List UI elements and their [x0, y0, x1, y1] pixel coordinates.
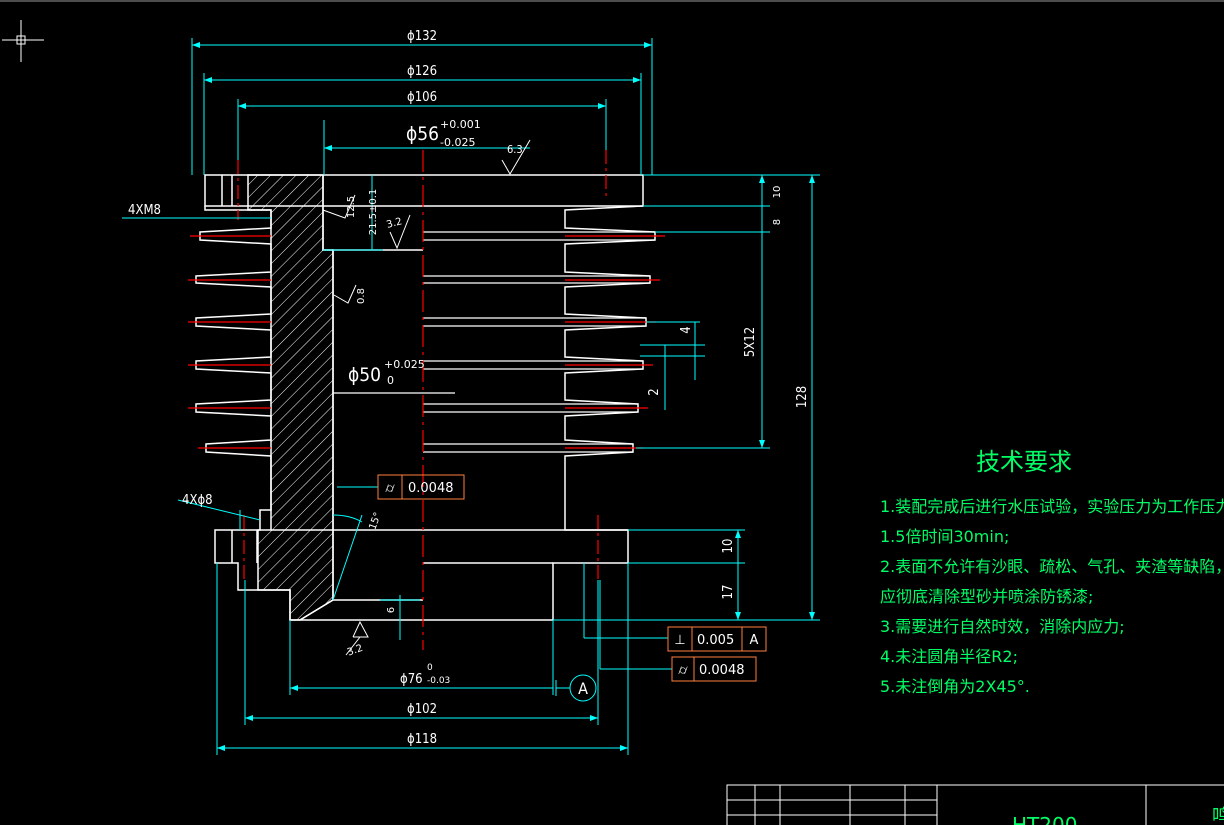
dimension-lines: [122, 38, 820, 755]
fin-inner-lines: [333, 231, 655, 453]
dim-d56: ϕ56: [406, 123, 439, 145]
title-block-partial: 鸣: [1212, 806, 1224, 825]
title-block: [726, 784, 1224, 825]
roughness-symbols: [322, 139, 531, 656]
center-lines: [188, 150, 665, 650]
fcf-cyl1-value: 0.0048: [408, 481, 454, 496]
roughness-bottom: 3.2: [346, 643, 365, 659]
dim-h4: 4: [679, 326, 694, 333]
dim-d50-upper: +0.025: [384, 358, 425, 371]
roughness-top: 6.3: [507, 143, 523, 156]
fcf-perp-datum: A: [750, 633, 759, 648]
note-line-1: 1.装配完成后进行水压试验，实验压力为工作压力的: [880, 497, 1224, 516]
dim-h6: 6: [386, 607, 397, 613]
fcf-cylindricity-2[interactable]: ⌭ 0.0048: [671, 656, 757, 682]
fcf-perp-value: 0.005: [697, 633, 734, 648]
note-line-2: 1.5倍时间30min;: [880, 527, 1009, 546]
dim-d56-lower: -0.025: [440, 136, 475, 149]
dim-d50-lower: 0: [387, 374, 394, 387]
crosshair-icon: [2, 20, 44, 62]
dim-d76: ϕ76: [400, 672, 423, 687]
dim-d118: ϕ118: [407, 732, 437, 747]
roughness-bore: 12.5: [346, 196, 357, 218]
fcf-perpendicularity[interactable]: ⊥ 0.005 A: [667, 626, 767, 652]
title-block-material: HT200: [1012, 813, 1077, 825]
dim-d76-lower: -0.03: [427, 676, 450, 686]
cylindricity-icon: ⌭: [678, 663, 688, 678]
roughness-inner: 3.2: [385, 216, 403, 231]
note-line-6: 4.未注圆角半径R2;: [880, 647, 1018, 666]
dim-d132: ϕ132: [407, 29, 437, 44]
dim-pitch: 5X12: [743, 327, 758, 357]
dim-d56-upper: +0.001: [440, 118, 481, 131]
hatched-section: [247, 174, 334, 621]
note-line-3: 2.表面不允许有沙眼、疏松、气孔、夹渣等缺陷，气腔: [880, 557, 1224, 576]
note-line-5: 3.需要进行自然时效，消除内应力;: [880, 617, 1125, 636]
roughness-wall: 0.8: [356, 288, 367, 304]
note-line-7: 5.未注倒角为2X45°.: [880, 677, 1030, 696]
datum-label: A: [578, 679, 588, 698]
dim-d102: ϕ102: [407, 702, 437, 717]
dim-holes: 4Xϕ8: [182, 493, 213, 508]
fcf-cylindricity-1[interactable]: ⌭ 0.0048: [377, 474, 465, 500]
cylindricity-icon: ⌭: [385, 481, 395, 496]
note-line-4: 应彻底清除型砂并喷涂防锈漆;: [880, 587, 1093, 606]
dim-h2: 2: [647, 388, 662, 395]
perpendicularity-icon: ⊥: [674, 633, 685, 648]
dim-h10-bot: 10: [721, 539, 736, 554]
technical-requirements: 技术要求 1.装配完成后进行水压试验，实验压力为工作压力的 1.5倍时间30mi…: [880, 448, 1224, 696]
dim-h10-top: 10: [772, 186, 783, 199]
dim-depth: 21.5±0.1: [368, 189, 379, 236]
notes-title: 技术要求: [976, 448, 1072, 476]
dim-d50: ϕ50: [348, 364, 381, 386]
dim-d76-upper: 0: [427, 663, 433, 673]
fcf-cyl2-value: 0.0048: [699, 663, 745, 678]
dim-d126: ϕ126: [407, 64, 437, 79]
dim-h17: 17: [721, 585, 736, 600]
dim-h8: 8: [772, 219, 783, 225]
dim-h128: 128: [795, 386, 810, 408]
dim-d106: ϕ106: [407, 90, 437, 105]
dimension-arrows: [192, 42, 815, 751]
dim-thread: 4XM8: [128, 203, 161, 218]
datum-a[interactable]: A: [569, 674, 597, 702]
dim-angle: 15°: [367, 511, 383, 531]
